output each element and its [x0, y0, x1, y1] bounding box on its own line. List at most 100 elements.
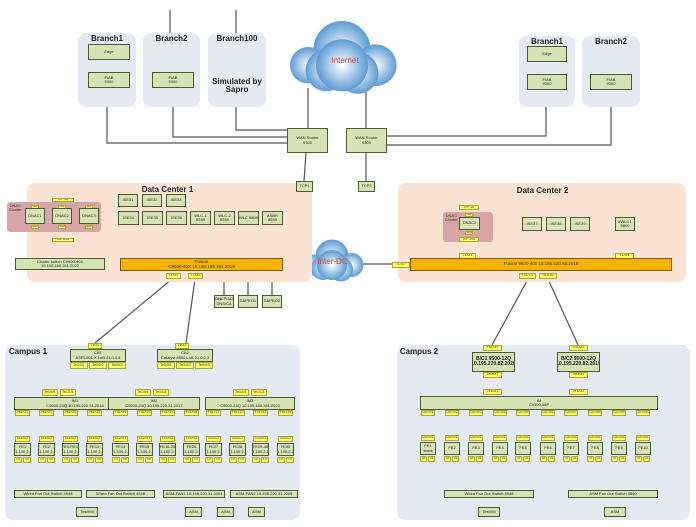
dnac-node-1[interactable]: DNAC1 — [25, 208, 45, 224]
fe-up-port: Gi1/0/1 — [206, 436, 221, 442]
fabric-edge-node[interactable]: FE3 — [468, 442, 484, 455]
dist-bottom-port: Fo1/0/2 — [137, 410, 152, 416]
branch1-edge-node[interactable]: Edge — [88, 44, 130, 60]
fabric-edge-node[interactable]: FE15 21.100.2.5 — [136, 443, 153, 456]
dc1-service-node[interactable]: SAPRO2 — [262, 295, 282, 308]
endpoint-node[interactable]: ASM — [217, 507, 234, 517]
fabric-edge-node[interactable]: FE3-FE12 21.100.2.3 — [62, 443, 79, 456]
fabric-edge-node[interactable]: FE26 21.100.2.6 — [183, 443, 200, 456]
border-control-1[interactable]: B/C1 9500-12Q 10.195.220.82.2020 — [472, 352, 515, 372]
testvm-node[interactable]: TestVM — [478, 507, 500, 517]
asm-node[interactable]: ASM — [604, 507, 626, 517]
fabric-edge-node[interactable]: FE1 stack — [420, 442, 436, 455]
wan-router-1[interactable]: WAN Router 9300 — [287, 128, 328, 153]
bc-bottom-port: Te0/0/1 — [569, 372, 588, 378]
fanout-switch[interactable]: Wired Fan Out Switch 4948 — [86, 490, 155, 498]
ewlc-node[interactable]: eWLC1 9800 — [615, 217, 635, 231]
dc1-fusion-switch[interactable]: Fusion C9500-40X 10.195.189.161.2019 — [120, 258, 283, 271]
branch2-right-area — [582, 36, 640, 107]
wan-router-2[interactable]: WAN Router 9300 — [346, 128, 387, 153]
endpoint-node[interactable]: ASM — [185, 507, 202, 517]
im-switch[interactable]: IM C9300-48P — [420, 396, 658, 410]
fabric-edge-node[interactable]: FE2 21.100.2.2 — [38, 443, 55, 456]
im-bottom-port: Gi1/0/6 — [541, 410, 555, 416]
dist-switch-2[interactable]: IM2 C9500-24Q 10.195.220.31.2017 — [108, 397, 200, 410]
dc1-service-node[interactable]: DHCP/AD DNS/CA — [214, 295, 234, 308]
fabric-edge-node[interactable]: FE6 — [540, 442, 556, 455]
tcp2-node[interactable]: TCP2 — [358, 181, 375, 192]
fanout-switch[interactable]: Wired Fan Out Switch 4948 — [14, 490, 82, 498]
fe-port: Gi — [548, 456, 555, 462]
fabric-edge-node[interactable]: FE16-25 21.100.2.6 — [159, 443, 176, 456]
fabric-edge-node[interactable]: FE13 21.100.2.3 — [86, 443, 103, 456]
dist-bottom-port: Fo1/0/1 — [15, 410, 30, 416]
fabric-edge-node[interactable]: FE2 — [444, 442, 460, 455]
im-bottom-port: Gi1/0/10 — [636, 410, 650, 416]
endpoint-node[interactable]: ASM — [248, 507, 265, 517]
wired-fanout-switch[interactable]: Wired Fan Out Switch 4948 — [444, 490, 534, 498]
campus1-title: Campus 1 — [8, 347, 48, 356]
dc1-server-node[interactable]: ISE36 — [166, 211, 187, 225]
dc1-server-node[interactable]: WLC 9800 — [238, 211, 259, 225]
dc1-server-node[interactable]: ASBR 8540 — [262, 211, 283, 225]
fabric-edge-node[interactable]: FE4 — [492, 442, 508, 455]
fe-up-port: Gi1/0/1 — [469, 435, 483, 441]
ise-node[interactable]: ISE31 — [118, 194, 138, 207]
fabric-edge-node[interactable]: FE28 21.100.2.8 — [229, 443, 246, 456]
control-border-2[interactable]: CB2 Catalyst 8500 LoB 21.0.0.3 — [157, 349, 213, 362]
branch2-fiab-node[interactable]: FIAB 9300 — [152, 72, 194, 88]
fanout-switch[interactable]: ASM-FAN1 10.195.220.31.2004 — [163, 490, 225, 498]
control-border-1[interactable]: CB1 ASR1001-X LoB 21.0.0.4 — [70, 349, 126, 362]
fe-port: Gi — [468, 456, 475, 462]
cluster-switch[interactable]: Cluster switch C9500-40X 10.195.189.161.… — [15, 258, 105, 270]
dc1-server-node[interactable]: ISE35 — [142, 211, 163, 225]
right-branch2-fiab-node[interactable]: FIAB 9300 — [590, 74, 632, 90]
asm-fanout-switch[interactable]: ASM Fan Out Switch 3850 — [568, 490, 658, 498]
fabric-edge-node[interactable]: FE27 21.100.2.7 — [205, 443, 222, 456]
dc2-ise-node[interactable]: ISE37 — [522, 217, 542, 231]
fabric-edge-node[interactable]: FE50 21.100.2.20 — [277, 443, 294, 456]
fabric-edge-node[interactable]: FE7 — [563, 442, 579, 455]
dc1-server-node[interactable]: WLC-2 8540 — [214, 211, 235, 225]
tcp1-node[interactable]: TCP1 — [296, 181, 313, 192]
dnac-node-2[interactable]: DNAC2 — [52, 208, 72, 224]
fe-port: Gi — [112, 457, 120, 463]
dc1-server-node[interactable]: WLC-1 8540 — [190, 211, 211, 225]
fabric-edge-node[interactable]: FE5 — [515, 442, 531, 455]
fe-port: Gi — [515, 456, 522, 462]
dc1-service-node[interactable]: SAPRO1 — [238, 295, 258, 308]
right-branch1-fiab-node[interactable]: FIAB 9300 — [527, 74, 567, 90]
dnac-node-3[interactable]: DNAC3 — [79, 208, 99, 224]
dc2-port-fo111: Fo1/1/1 — [519, 273, 536, 279]
dnac-port-bottom: 100 — [58, 225, 66, 229]
fe-port: Gi — [492, 456, 499, 462]
fabric-edge-node[interactable]: FE29-40 21.100.2.20 — [252, 443, 269, 456]
fe-up-port: Gi1/0/1 — [39, 436, 54, 442]
endpoint-node[interactable]: TestVM — [76, 507, 98, 517]
dist-switch-3[interactable]: IM3 C9500-24Q 10.195.189.161.2023 — [205, 397, 295, 410]
dc2-ise-node[interactable]: ISE38 — [546, 217, 566, 231]
border-control-2[interactable]: B/C2 9500-12Q 10.195.220.82.2019 — [557, 352, 600, 372]
fabric-edge-node[interactable]: FE10 — [635, 442, 651, 455]
fabric-edge-node[interactable]: FE8 — [587, 442, 603, 455]
dc2-dnac-node[interactable]: DNAC2 — [459, 217, 480, 230]
dc2-port-fo112: Fo1/1/2 — [539, 273, 557, 279]
fabric-edge-node[interactable]: FE9 — [611, 442, 627, 455]
dc1-title: Data Center 1 — [141, 185, 194, 194]
fe-port: Gi — [261, 457, 269, 463]
dc1-server-node[interactable]: ISE34 — [118, 211, 139, 225]
dc2-ise-node[interactable]: ISE39 — [570, 217, 590, 231]
ise-node[interactable]: ISE32 — [142, 194, 162, 207]
bc-top-port: Fo1/0/1 — [569, 345, 588, 351]
cb-port: Te0/0/2 — [89, 362, 107, 369]
dc2-fusion-switch[interactable]: Fusion 9500-40x 10.195.220.65.2015 — [410, 258, 672, 271]
fabric-edge-node[interactable]: FE14 21.100.2.4 — [112, 443, 129, 456]
right-branch1-edge-node[interactable]: Edge — [527, 46, 567, 62]
fabric-edge-node[interactable]: FE1 21.100.2.1 — [14, 443, 31, 456]
ise-node[interactable]: ISE33 — [166, 194, 186, 207]
fanout-switch[interactable]: ASM-FAN2 10.195.220.31.2005 — [230, 490, 298, 498]
im-bottom-port: Gi1/0/9 — [612, 410, 626, 416]
fe-up-port: Gi1/0/1 — [421, 435, 435, 441]
branch1-fiab-node[interactable]: FIAB 9300 — [88, 72, 130, 88]
im-bottom-port: Gi1/0/1 — [421, 410, 435, 416]
